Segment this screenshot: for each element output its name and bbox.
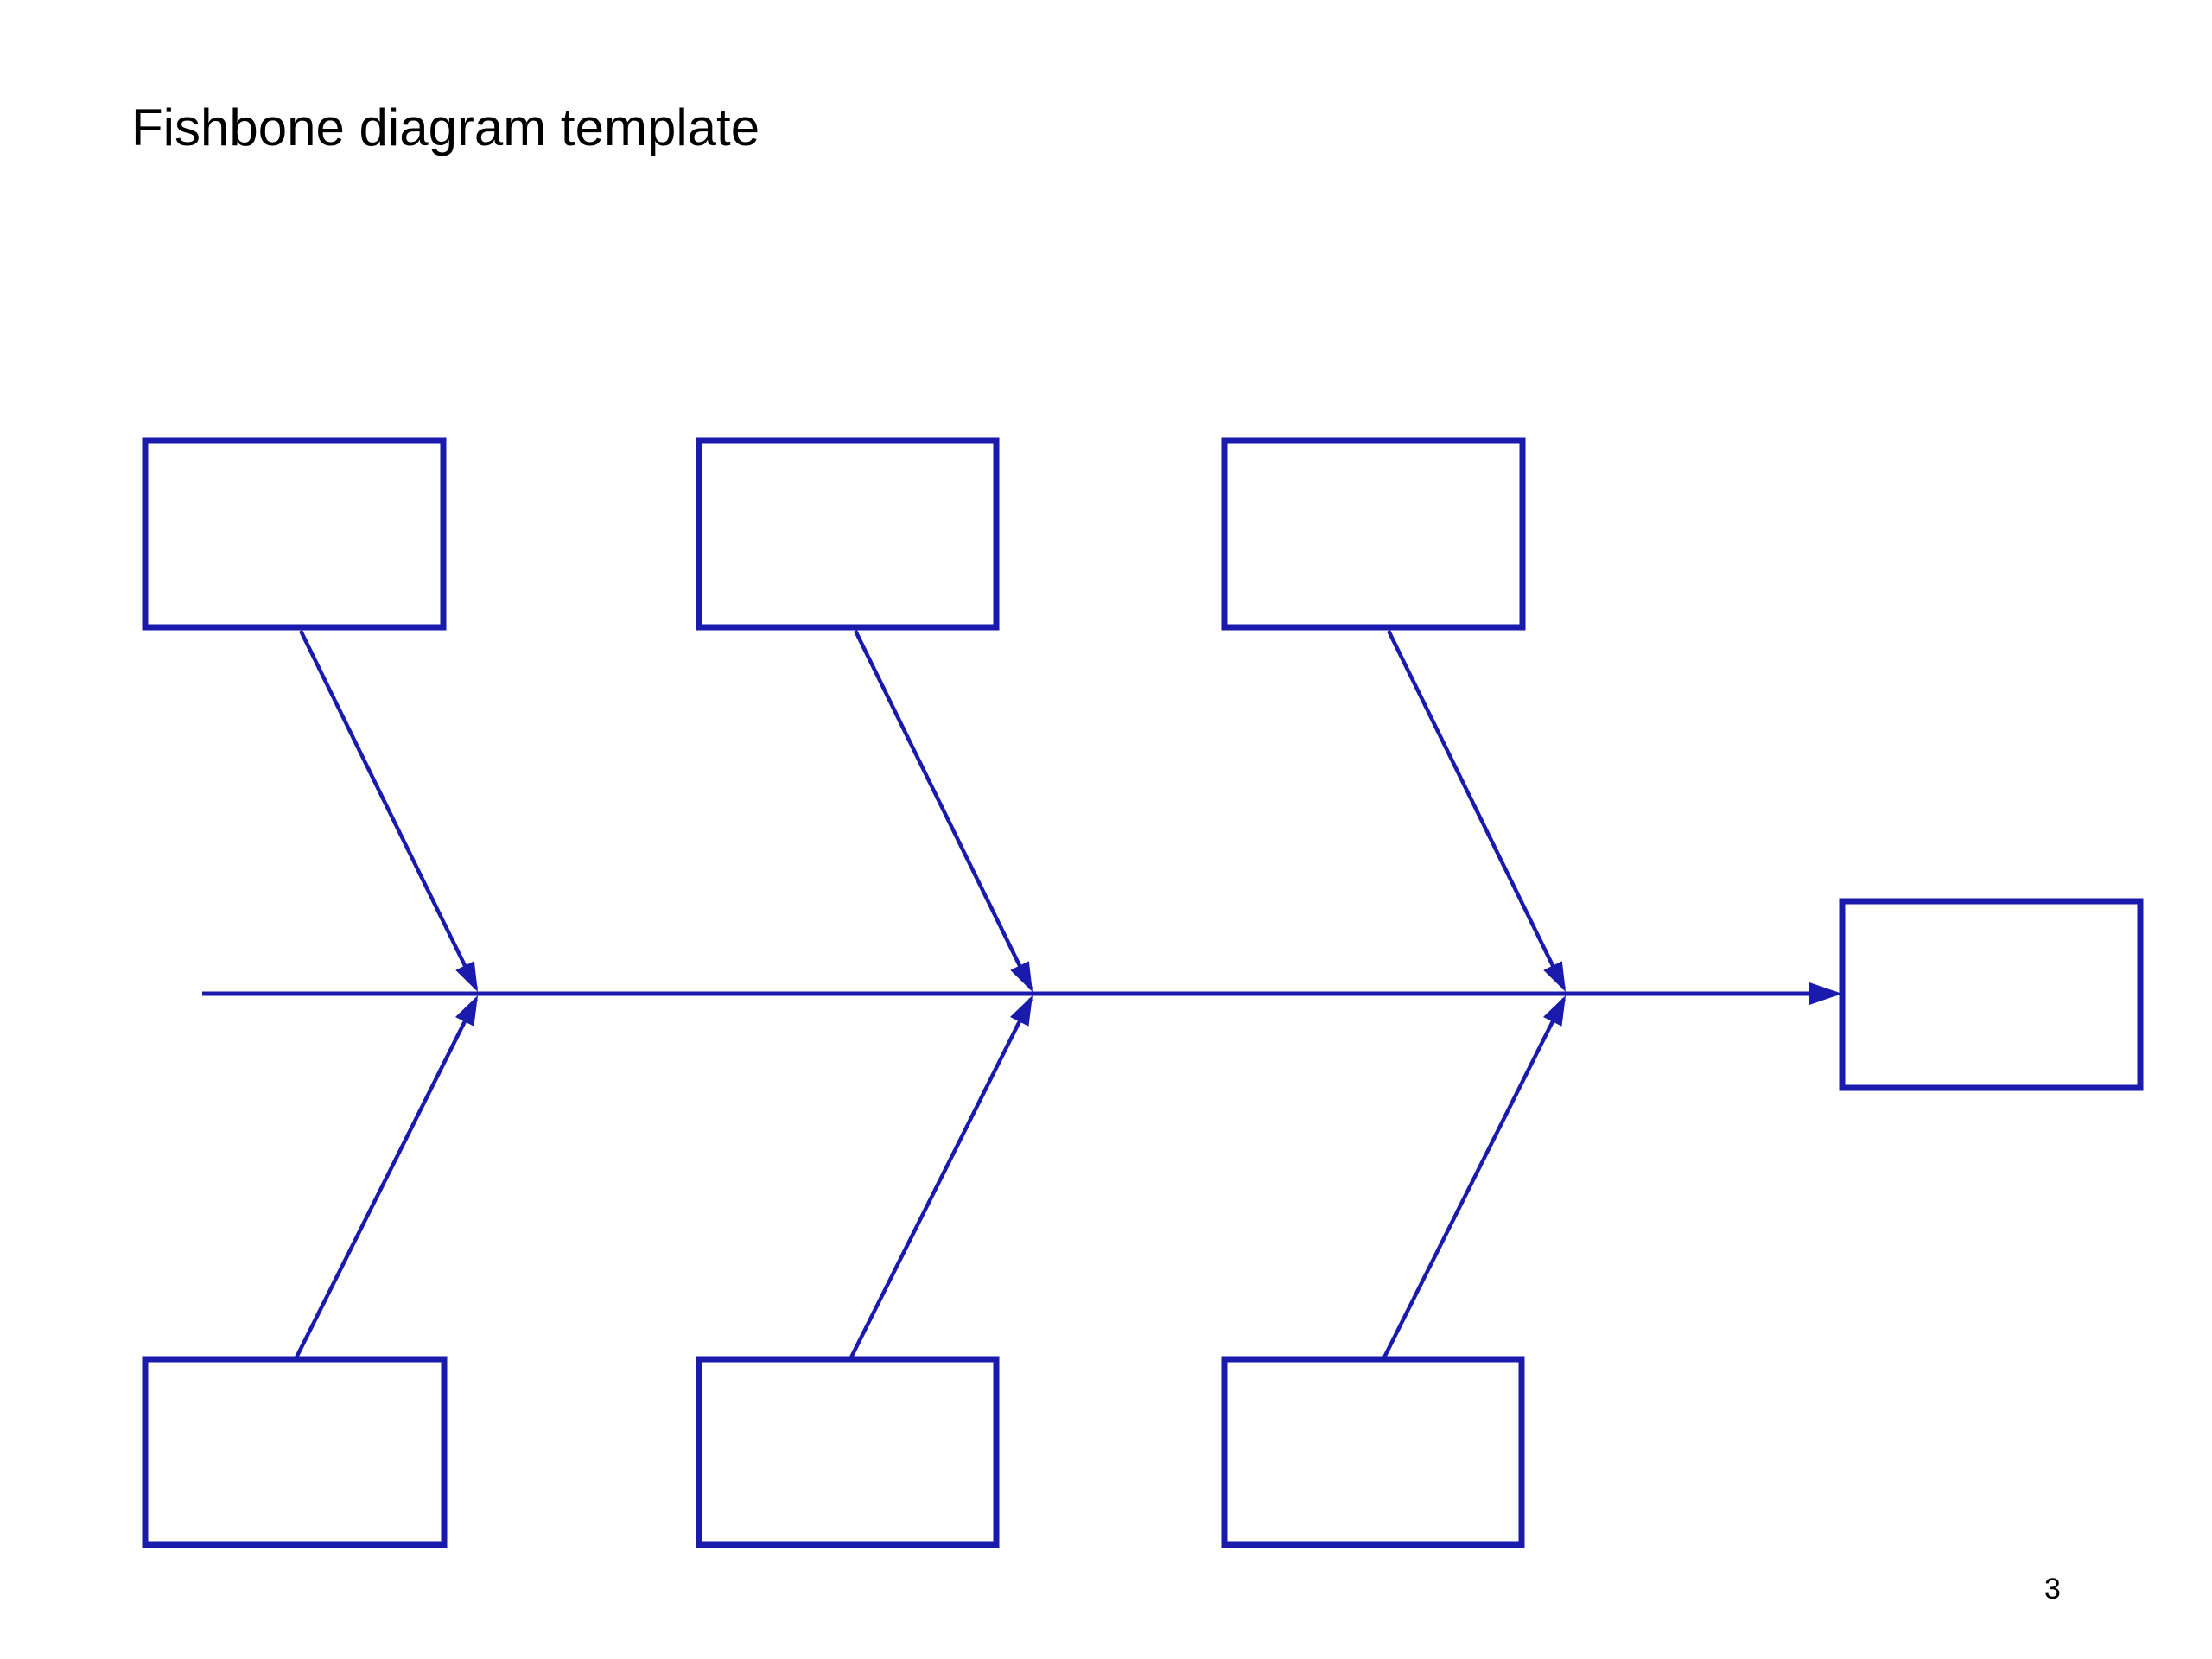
cause-box-bottom-1[interactable] (142, 1356, 448, 1548)
page-number: 3 (2044, 1573, 2061, 1605)
effect-head-box[interactable] (1839, 898, 2144, 1091)
rib-line-bottom-3 (1382, 997, 1567, 1359)
rib-arrowhead-top-1-icon (455, 961, 478, 992)
rib-arrowhead-bottom-3-icon (1543, 995, 1566, 1027)
rib-line-top-1 (298, 630, 479, 989)
page-title: Fishbone diagram template (131, 99, 760, 156)
cause-box-bottom-3[interactable] (1221, 1356, 1525, 1548)
rib-arrowhead-bottom-1-icon (455, 995, 478, 1027)
cause-box-bottom-2-rect[interactable] (696, 1356, 1000, 1548)
rib-line-bottom-2 (849, 997, 1033, 1359)
rib-arrowhead-top-2-icon (1010, 961, 1033, 992)
cause-box-bottom-3-rect[interactable] (1221, 1356, 1525, 1548)
cause-box-bottom-2[interactable] (696, 1356, 1000, 1548)
rib-line-top-3 (1386, 630, 1567, 989)
rib-arrowhead-bottom-2-icon (1010, 995, 1033, 1027)
cause-box-top-2-rect[interactable] (696, 437, 1000, 631)
rib-line-bottom-1 (294, 997, 479, 1359)
cause-box-top-2[interactable] (696, 437, 1000, 631)
cause-box-top-3[interactable] (1221, 437, 1526, 631)
rib-arrowhead-top-3-icon (1543, 961, 1566, 992)
cause-box-bottom-1-rect[interactable] (142, 1356, 448, 1548)
cause-box-top-1-rect[interactable] (142, 437, 447, 631)
spine-arrowhead-icon (1809, 982, 1842, 1005)
effect-head-box-rect[interactable] (1839, 898, 2144, 1091)
rib-line-top-2 (853, 630, 1033, 989)
cause-box-top-3-rect[interactable] (1221, 437, 1526, 631)
cause-box-top-1[interactable] (142, 437, 447, 631)
